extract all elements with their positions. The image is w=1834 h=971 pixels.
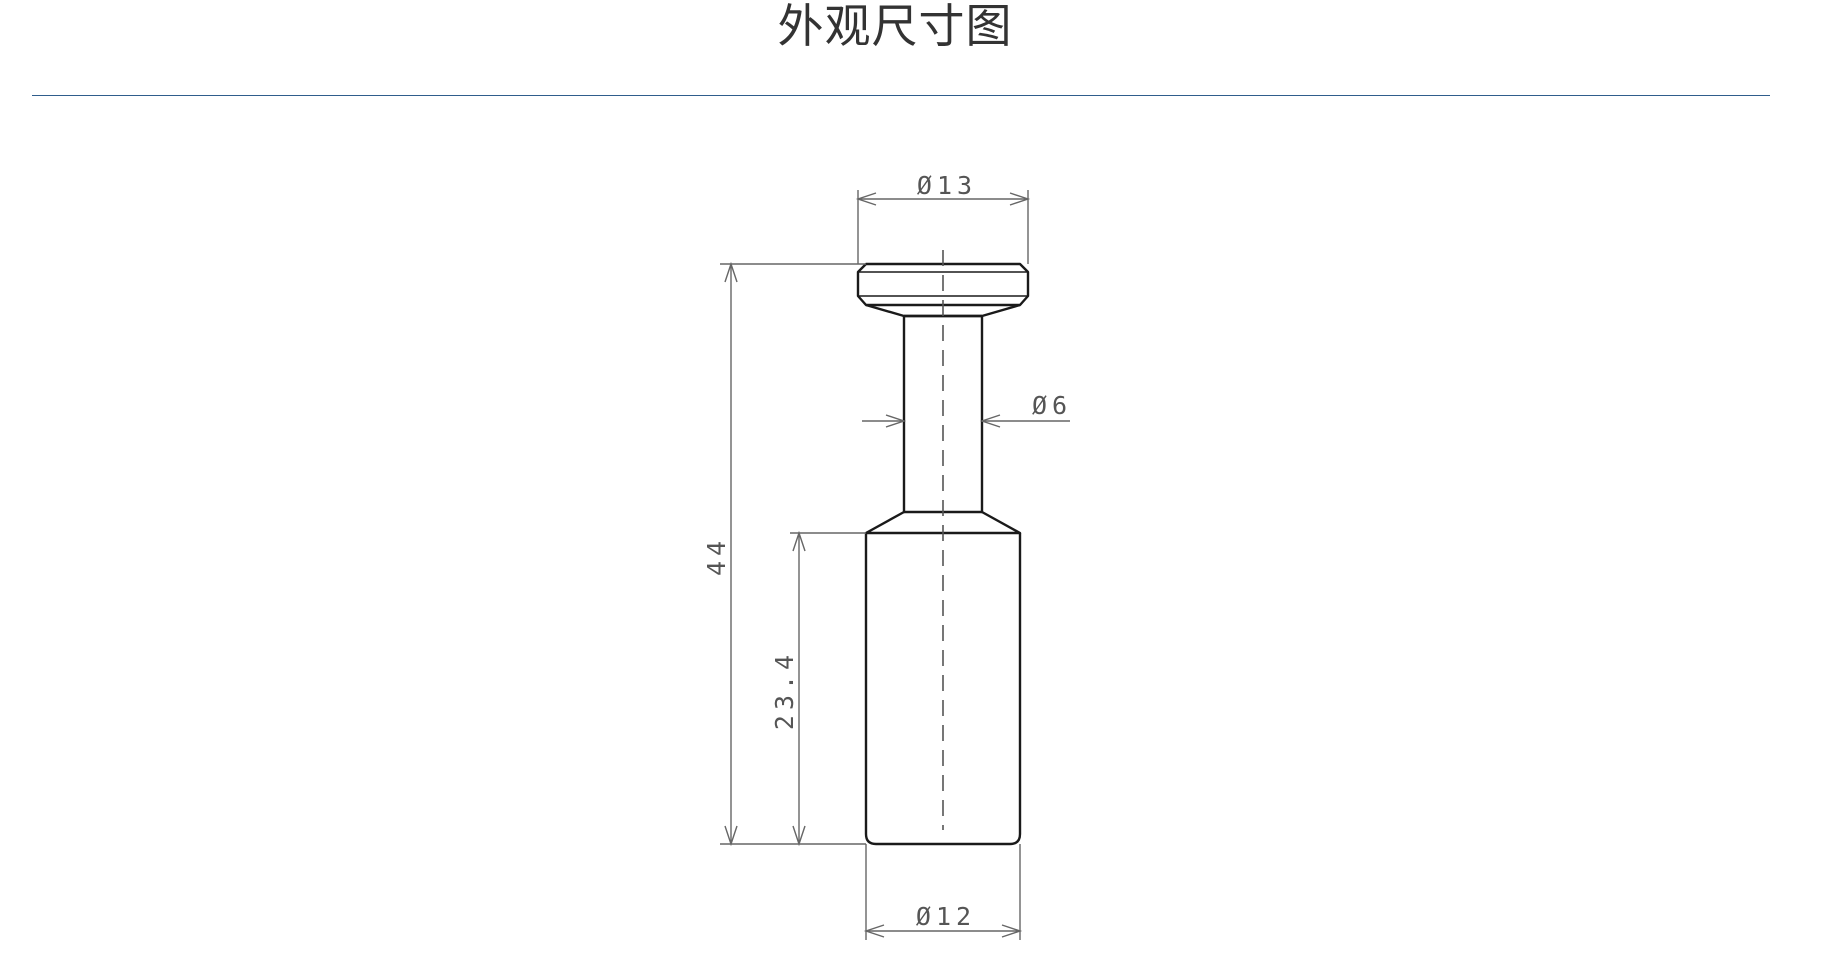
dim234-arrow-bottom (792, 825, 806, 847)
dim12-arrow-left (863, 924, 885, 938)
dim-label-body-length: 23.4 (770, 650, 799, 730)
dim-label-total-length: 44 (702, 536, 731, 576)
page-title: 外观尺寸图 (777, 0, 1013, 53)
dim6-arrow-left (885, 414, 907, 428)
dim-label-top-diameter: Ø13 (917, 171, 977, 200)
dim-label-neck-diameter: Ø6 (1032, 391, 1072, 420)
dim44-arrow-bottom (724, 825, 738, 847)
dim234-arrow-top (792, 530, 806, 552)
title-divider (32, 95, 1770, 96)
dimension-lines (720, 190, 1070, 940)
body (864, 533, 1022, 846)
dim12-arrow-right (1001, 924, 1023, 938)
dim6-arrow-right (979, 414, 1001, 428)
dim13-arrow-right (1009, 192, 1031, 206)
dim44-arrow-top (724, 261, 738, 283)
dim13-arrow-left (855, 192, 877, 206)
dim-label-bottom-diameter: Ø12 (916, 902, 976, 931)
part-outline (856, 262, 1030, 846)
